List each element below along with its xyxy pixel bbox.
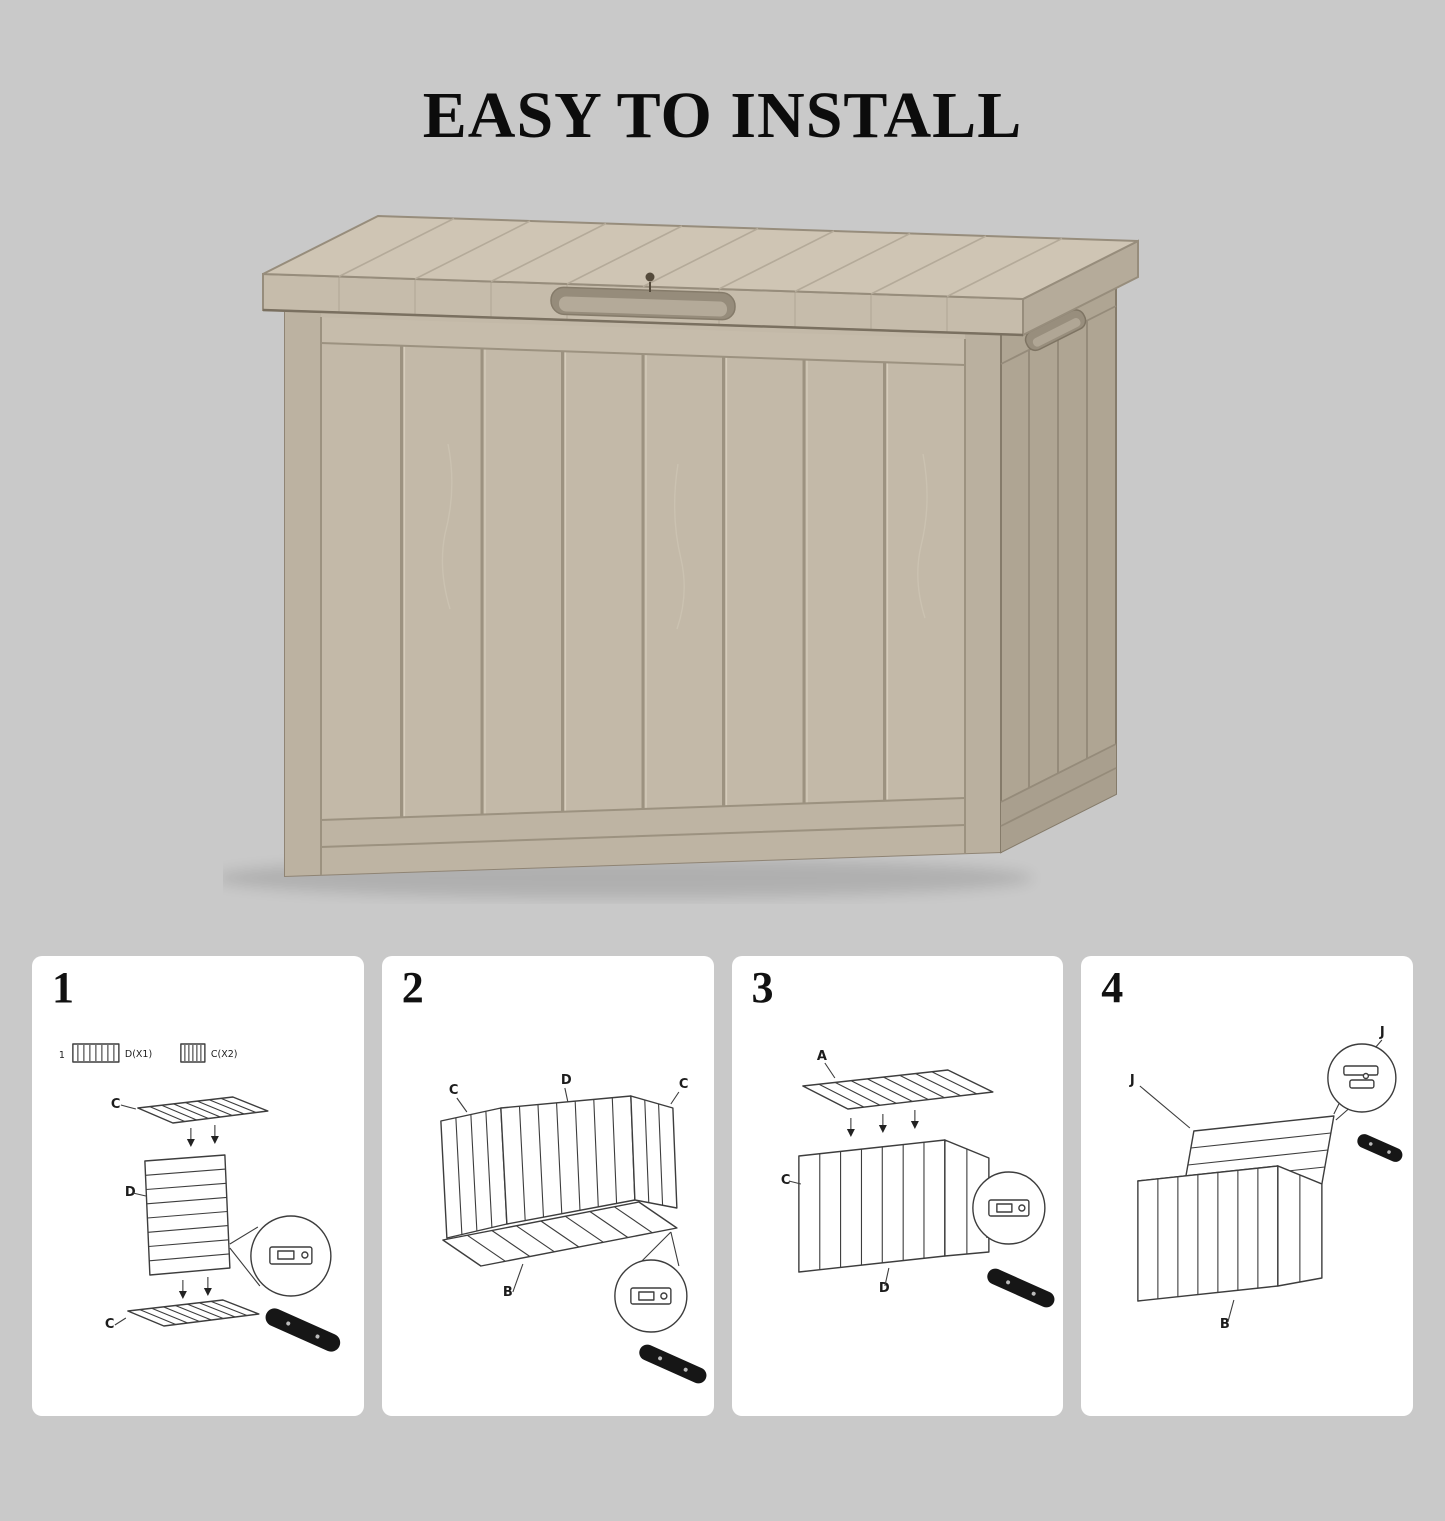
label-right-c: C <box>679 1077 689 1092</box>
down-arrows-2 <box>178 1277 212 1299</box>
step-panel-1: 1 1 D(X1) C(X2) C <box>32 956 364 1416</box>
step-number-2: 2 <box>401 963 424 1012</box>
step-number-1: 1 <box>52 963 74 1012</box>
lid-handle <box>549 286 736 321</box>
product-area <box>0 204 1445 904</box>
step-panel-3: 3 A C D <box>731 956 1064 1416</box>
label-middle-d: D <box>561 1073 572 1088</box>
label-middle-d: D <box>125 1185 136 1200</box>
page-title: EASY TO INSTALL <box>422 79 1023 152</box>
deck-box-illustration <box>222 214 1139 898</box>
magnifier-callout <box>971 1171 1046 1245</box>
down-arrows <box>186 1125 219 1147</box>
label-base-b: B <box>503 1285 513 1300</box>
box-front-face <box>283 302 1002 878</box>
step-1-diagram: 1 D(X1) C(X2) C D <box>59 1043 341 1352</box>
step-panel-2: 2 C D C B <box>381 956 714 1416</box>
box-side-face <box>999 268 1117 854</box>
label-left-c: C <box>449 1083 459 1098</box>
install-steps-row: 1 1 D(X1) C(X2) C <box>0 956 1445 1416</box>
label-right-j: J <box>1379 1025 1385 1040</box>
step-number-3: 3 <box>751 963 774 1012</box>
label-top-a: A <box>816 1049 826 1064</box>
magnifier-callout <box>229 1215 332 1297</box>
fastener-bar <box>265 1308 341 1352</box>
box-front <box>797 1139 946 1273</box>
step-4-diagram: J J B <box>1129 1025 1403 1332</box>
label-left-j: J <box>1129 1073 1135 1088</box>
fastener-bar <box>986 1268 1054 1308</box>
legend-part-d: D(X1) <box>125 1049 152 1060</box>
step-panel-4: 4 J J B <box>1081 956 1413 1416</box>
legend-index: 1 <box>59 1050 65 1061</box>
lock-hole <box>645 272 654 292</box>
fastener-bar <box>639 1344 707 1384</box>
label-top-c: C <box>111 1097 121 1112</box>
fastener-bar <box>1357 1134 1403 1162</box>
magnifier-callout <box>1327 1043 1397 1121</box>
box-front <box>1137 1165 1279 1302</box>
legend-part-c: C(X2) <box>211 1049 238 1060</box>
right-end-panel <box>629 1095 678 1209</box>
down-arrows <box>846 1110 919 1137</box>
label-bottom-b: B <box>1220 1317 1230 1332</box>
parts-legend: 1 D(X1) C(X2) <box>59 1043 238 1063</box>
label-left-c: C <box>780 1173 790 1188</box>
step-3-diagram: A C D <box>780 1049 1054 1308</box>
step-2-diagram: C D C B <box>439 1073 707 1384</box>
label-bottom-d: D <box>878 1281 889 1296</box>
step-number-4: 4 <box>1101 963 1124 1012</box>
label-bottom-c: C <box>105 1317 115 1332</box>
magnifier-callout <box>613 1231 688 1333</box>
box-lid <box>261 214 1139 337</box>
lid-panel <box>801 1069 994 1110</box>
